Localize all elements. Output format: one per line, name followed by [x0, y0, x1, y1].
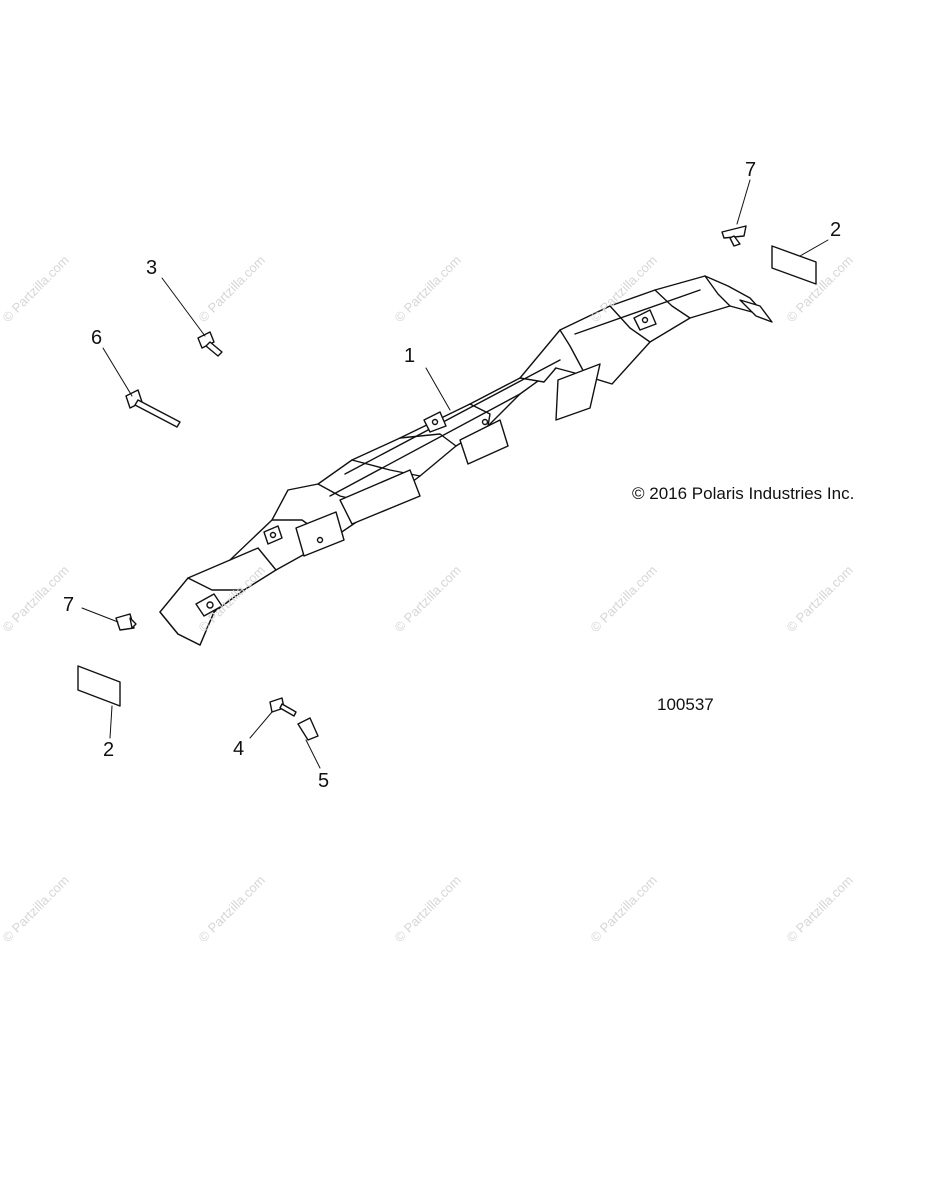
callout-7-left: 7: [63, 594, 75, 616]
callout-1: 1: [404, 345, 416, 367]
callout-3: 3: [146, 257, 158, 279]
part-7-rivet-top: [721, 225, 747, 247]
callout-2-right: 2: [830, 219, 842, 241]
callout-2-left: 2: [103, 739, 115, 761]
part-7-rivet-left: [115, 613, 137, 631]
callout-4: 4: [233, 738, 245, 760]
callout-6: 6: [91, 327, 103, 349]
callout-7-top: 7: [745, 159, 757, 181]
callout-5: 5: [318, 770, 330, 792]
part-4-screw: [269, 697, 297, 717]
part-5-clip: [297, 717, 319, 741]
part-2-label-left: [77, 665, 121, 707]
part-1-trim-panel: [159, 275, 773, 646]
leader-lines: [81, 179, 829, 769]
diagram-number: 100537: [657, 695, 714, 714]
part-3-bolt: [197, 331, 223, 357]
part-6-long-bolt: [125, 389, 181, 428]
copyright-text: © 2016 Polaris Industries Inc.: [632, 484, 855, 503]
part-2-label-right: [771, 245, 817, 285]
